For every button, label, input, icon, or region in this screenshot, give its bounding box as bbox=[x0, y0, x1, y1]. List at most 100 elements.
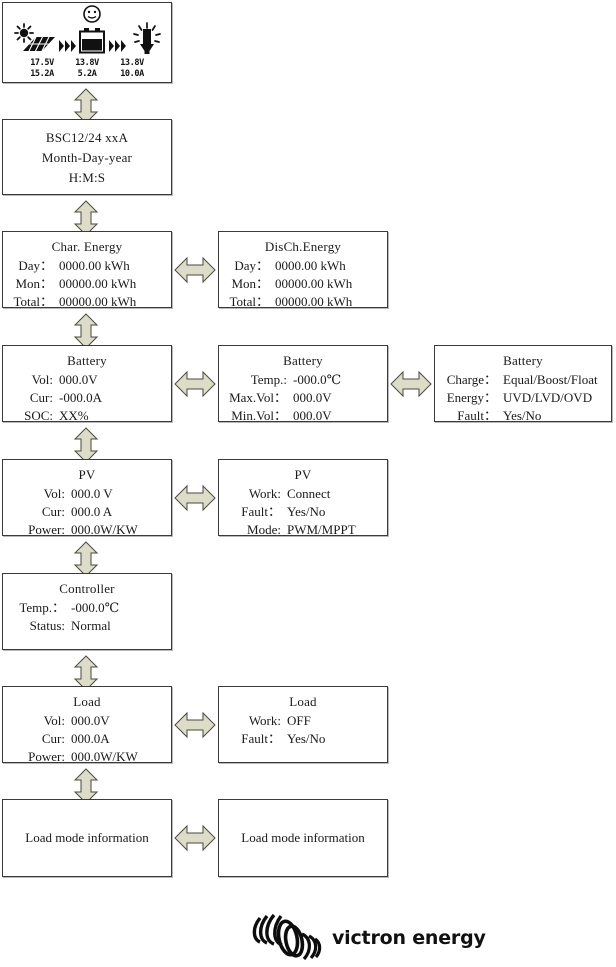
screen-load-2: Load Work: OFF Fault： Yes/No bbox=[218, 686, 388, 763]
row-value: 000.0 A bbox=[71, 504, 113, 519]
row-value: -000.0℃ bbox=[71, 600, 120, 615]
table-row: Day： 0000.00 kWh bbox=[11, 257, 171, 275]
screen-discharge-energy: DisCh.Energy Day： 0000.00 kWh Mon： 00000… bbox=[218, 231, 388, 311]
lcd-load-values: 13.8V 10.0A bbox=[109, 58, 155, 80]
battery-2-rows: Temp.: -000.0℃ Max.Vol： 000.0V Min.Vol： … bbox=[219, 371, 387, 425]
table-row: Min.Vol： 000.0V bbox=[227, 407, 387, 425]
load-2-rows: Work: OFF Fault： Yes/No bbox=[219, 712, 387, 748]
sun-icon bbox=[14, 23, 34, 43]
row-value: 00000.00 kWh bbox=[59, 276, 137, 291]
battery-3-title: Battery bbox=[503, 353, 543, 368]
battery-icon bbox=[79, 28, 105, 54]
horizontal-arrow-battery-1-2 bbox=[174, 369, 216, 399]
table-row: Energy： UVD/LVD/OVD bbox=[441, 389, 611, 407]
load-mode-2-text: Load mode information bbox=[241, 830, 365, 845]
row-value: Equal/Boost/Float bbox=[503, 372, 598, 387]
table-row: Total： 00000.00 kWh bbox=[11, 293, 171, 311]
row-value: PWM/MPPT bbox=[287, 522, 356, 537]
lcd-pv-current: 15.2A bbox=[30, 69, 54, 79]
row-label: Cur: bbox=[29, 390, 53, 405]
lcd-pv-voltage: 17.5V bbox=[30, 58, 54, 68]
row-value: 000.0 V bbox=[71, 486, 113, 501]
charge-energy-title: Char. Energy bbox=[51, 239, 123, 254]
smiley-face-icon bbox=[83, 5, 101, 23]
row-value: -000.0A bbox=[59, 390, 102, 405]
row-label: Cur: bbox=[41, 504, 65, 519]
row-label: Fault： bbox=[241, 731, 281, 746]
table-row: Cur: 000.0 A bbox=[13, 503, 171, 521]
lcd-values-row: 17.5V 15.2A 13.8V 5.2A 13.8V 10.0A bbox=[3, 58, 171, 80]
row-label: Min.Vol： bbox=[231, 408, 287, 423]
table-row: Mode: PWM/MPPT bbox=[229, 521, 387, 539]
load-1-rows: Vol: 000.0V Cur: 000.0A Power: 000.0W/KW bbox=[3, 712, 171, 766]
row-value: Normal bbox=[71, 618, 111, 633]
solar-panel-icon bbox=[23, 36, 55, 52]
row-value: Yes/No bbox=[287, 731, 326, 746]
screen-battery-1: Battery Vol: 000.0V Cur: -000.0A SOC: XX… bbox=[2, 345, 172, 423]
horizontal-arrow-battery-2-3 bbox=[390, 369, 432, 399]
row-label: Total： bbox=[229, 294, 269, 309]
table-row: Fault： Yes/No bbox=[441, 407, 611, 425]
table-row: Total： 00000.00 kWh bbox=[227, 293, 387, 311]
row-label: SOC: bbox=[24, 408, 53, 423]
table-row: Vol: 000.0 V bbox=[13, 485, 171, 503]
info-date-line: Month-Day-year bbox=[41, 150, 133, 165]
vertical-arrow-pv-to-controller bbox=[73, 541, 99, 577]
table-row: Temp.： -000.0℃ bbox=[9, 599, 171, 617]
battery-1-title: Battery bbox=[67, 353, 107, 368]
flow-arrows-right-icon bbox=[109, 40, 126, 52]
lcd-load-current: 10.0A bbox=[120, 69, 144, 79]
row-label: Fault： bbox=[241, 504, 281, 519]
table-row: Work: Connect bbox=[229, 485, 387, 503]
screen-info: BSC12/24 xxA Month-Day-year H:M:S bbox=[2, 119, 172, 195]
row-label: Mode: bbox=[247, 522, 281, 537]
row-label: Temp.： bbox=[19, 600, 65, 615]
row-value: 0000.00 kWh bbox=[59, 258, 130, 273]
row-label: Day： bbox=[18, 258, 53, 273]
row-label: Power: bbox=[28, 749, 65, 764]
row-value: 00000.00 kWh bbox=[275, 276, 353, 291]
row-value: XX% bbox=[59, 408, 89, 423]
row-value: Connect bbox=[287, 486, 331, 501]
screen-load-mode-2: Load mode information bbox=[218, 799, 388, 877]
row-label: Mon： bbox=[15, 276, 53, 291]
row-value: UVD/LVD/OVD bbox=[503, 390, 593, 405]
lcd-icon-graphics bbox=[14, 5, 161, 54]
table-row: Day： 0000.00 kWh bbox=[227, 257, 387, 275]
vertical-arrow-energy-to-battery bbox=[73, 313, 99, 349]
table-row: Temp.: -000.0℃ bbox=[227, 371, 387, 389]
table-row: Work: OFF bbox=[231, 712, 387, 730]
discharge-energy-title: DisCh.Energy bbox=[264, 239, 342, 254]
screen-battery-2: Battery Temp.: -000.0℃ Max.Vol： 000.0V M… bbox=[218, 345, 388, 425]
row-label: Total： bbox=[13, 294, 53, 309]
lamp-icon bbox=[133, 22, 161, 54]
table-row: Vol: 000.0V bbox=[15, 371, 171, 389]
lcd-icon-row bbox=[3, 3, 171, 59]
screen-controller: Controller Temp.： -000.0℃ Status: Normal bbox=[2, 573, 172, 650]
victron-mark-icon bbox=[252, 913, 322, 961]
table-row: Max.Vol： 000.0V bbox=[227, 389, 387, 407]
horizontal-arrow-load-mode bbox=[174, 823, 216, 853]
load-2-title: Load bbox=[289, 694, 317, 709]
row-label: Day： bbox=[234, 258, 269, 273]
screen-load-1: Load Vol: 000.0V Cur: 000.0A Power: 000.… bbox=[2, 686, 172, 766]
horizontal-arrow-energy bbox=[174, 255, 216, 285]
table-row: Charge： Equal/Boost/Float bbox=[441, 371, 611, 389]
charge-energy-rows: Day： 0000.00 kWh Mon： 00000.00 kWh Total… bbox=[3, 257, 171, 311]
victron-logo: victron energy bbox=[250, 912, 486, 964]
row-label: Temp.: bbox=[250, 372, 287, 387]
row-value: Yes/No bbox=[287, 504, 326, 519]
row-label: Status: bbox=[29, 618, 65, 633]
row-value: 0000.00 kWh bbox=[275, 258, 346, 273]
row-label: Vol: bbox=[43, 713, 65, 728]
row-label: Work: bbox=[248, 713, 281, 728]
table-row: Mon： 00000.00 kWh bbox=[11, 275, 171, 293]
controller-rows: Temp.： -000.0℃ Status: Normal bbox=[3, 599, 171, 635]
row-value: OFF bbox=[287, 713, 311, 728]
table-row: Fault： Yes/No bbox=[229, 503, 387, 521]
row-label: Vol: bbox=[43, 486, 65, 501]
table-row: Fault： Yes/No bbox=[231, 730, 387, 748]
row-value: Yes/No bbox=[503, 408, 542, 423]
row-label: Energy： bbox=[446, 390, 497, 405]
